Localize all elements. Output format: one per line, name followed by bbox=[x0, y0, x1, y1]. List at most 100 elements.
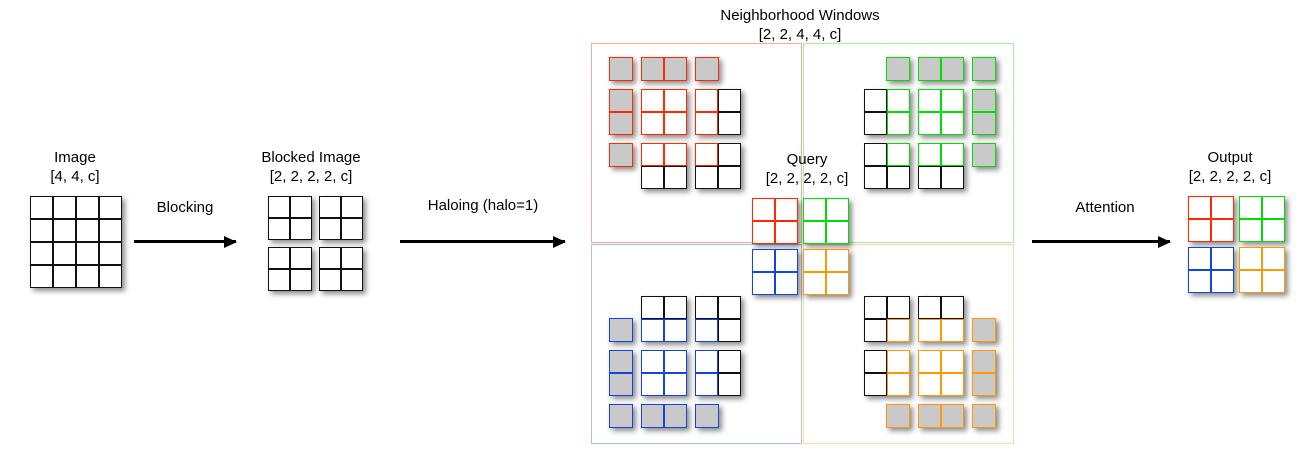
output-cell bbox=[1188, 219, 1211, 242]
neighbor-block-tile bbox=[864, 350, 910, 396]
quadrant-top-right-frame bbox=[803, 43, 1014, 243]
halo-cell bbox=[918, 404, 941, 428]
query-cell bbox=[775, 198, 798, 221]
halo-cell bbox=[972, 112, 996, 135]
haloing-label-line1: Haloing bbox=[427, 197, 479, 214]
block-cell bbox=[918, 373, 941, 396]
block-cell bbox=[290, 247, 312, 269]
image-cell bbox=[99, 242, 122, 265]
halo-tile bbox=[886, 57, 910, 81]
query-block-blue bbox=[752, 249, 798, 295]
halo-cell bbox=[972, 143, 996, 167]
block-cell bbox=[718, 112, 741, 135]
output-cell bbox=[1262, 247, 1285, 270]
halo-tile bbox=[972, 318, 996, 342]
image-cell bbox=[53, 242, 76, 265]
halo-cell bbox=[609, 404, 633, 428]
halo-cell bbox=[972, 373, 996, 396]
block-cell bbox=[941, 112, 964, 135]
output-block-red bbox=[1188, 196, 1234, 242]
block-cell bbox=[664, 373, 687, 396]
block-cell bbox=[718, 143, 741, 166]
block-cell bbox=[341, 218, 363, 240]
neighbor-block-tile bbox=[695, 350, 741, 396]
query-cell bbox=[775, 221, 798, 244]
halo-tile bbox=[972, 404, 996, 428]
block-cell bbox=[887, 296, 910, 319]
attention-arrow bbox=[1032, 240, 1170, 243]
neighbor-block-tile bbox=[918, 143, 964, 189]
image-shape: [4, 4, c] bbox=[50, 168, 100, 185]
block-cell bbox=[887, 319, 910, 342]
halo-tile bbox=[972, 57, 996, 81]
block-cell bbox=[941, 296, 964, 319]
block-cell bbox=[695, 166, 718, 189]
block-cell bbox=[290, 269, 312, 291]
image-caption: Image [4, 4, c] bbox=[10, 148, 140, 186]
image-cell bbox=[53, 219, 76, 242]
block-cell bbox=[319, 196, 341, 218]
output-label: Output bbox=[1207, 149, 1253, 166]
block-cell bbox=[290, 196, 312, 218]
block-cell bbox=[718, 89, 741, 112]
halo-tile bbox=[609, 350, 633, 396]
output-cell bbox=[1188, 270, 1211, 293]
image-grid bbox=[30, 196, 122, 288]
halo-tile bbox=[609, 318, 633, 342]
query-shape: [2, 2, 2, 2, c] bbox=[765, 170, 849, 187]
image-cell bbox=[76, 196, 99, 219]
halo-cell bbox=[664, 404, 687, 428]
halo-cell bbox=[941, 404, 964, 428]
output-cell bbox=[1211, 247, 1234, 270]
image-cell bbox=[99, 219, 122, 242]
block-cell bbox=[341, 269, 363, 291]
blocked-image-block bbox=[268, 196, 312, 240]
halo-cell bbox=[918, 57, 941, 81]
image-cell bbox=[99, 196, 122, 219]
output-cell bbox=[1239, 247, 1262, 270]
halo-cell bbox=[609, 89, 633, 112]
query-cell bbox=[803, 221, 826, 244]
block-cell bbox=[718, 166, 741, 189]
query-cell bbox=[826, 221, 849, 244]
output-cell bbox=[1239, 196, 1262, 219]
block-cell bbox=[695, 319, 718, 342]
halo-tile bbox=[695, 57, 719, 81]
block-cell bbox=[319, 218, 341, 240]
output-cell bbox=[1188, 247, 1211, 270]
block-cell bbox=[941, 143, 964, 166]
blocked-image-shape: [2, 2, 2, 2, c] bbox=[269, 168, 353, 185]
block-cell bbox=[695, 89, 718, 112]
image-cell bbox=[53, 196, 76, 219]
output-cell bbox=[1188, 196, 1211, 219]
quadrant-bottom-right-frame bbox=[803, 244, 1014, 444]
query-cell bbox=[803, 198, 826, 221]
block-cell bbox=[695, 350, 718, 373]
halo-cell bbox=[972, 318, 996, 342]
block-cell bbox=[641, 166, 664, 189]
query-cell bbox=[803, 249, 826, 272]
block-cell bbox=[918, 89, 941, 112]
image-cell bbox=[76, 242, 99, 265]
neighborhood-windows-caption: Neighborhood Windows [2, 2, 4, 4, c] bbox=[640, 6, 960, 44]
halo-cell bbox=[972, 89, 996, 112]
haloing-label-line2: (halo=1) bbox=[482, 197, 539, 214]
halo-cell bbox=[609, 373, 633, 396]
query-cell bbox=[826, 249, 849, 272]
output-cell bbox=[1262, 270, 1285, 293]
halo-cell bbox=[641, 57, 664, 81]
blocked-image-block bbox=[319, 247, 363, 291]
block-cell bbox=[641, 319, 664, 342]
block-cell bbox=[941, 89, 964, 112]
query-cell bbox=[775, 272, 798, 295]
block-cell bbox=[718, 319, 741, 342]
block-cell bbox=[290, 218, 312, 240]
halo-cell bbox=[664, 57, 687, 81]
block-cell bbox=[864, 296, 887, 319]
attention-arrow-label: Attention bbox=[1040, 198, 1170, 217]
output-cell bbox=[1211, 270, 1234, 293]
haloing-arrow-label: Haloing (halo=1) bbox=[413, 196, 553, 215]
block-cell bbox=[864, 166, 887, 189]
halo-tile bbox=[609, 89, 633, 135]
block-cell bbox=[887, 166, 910, 189]
